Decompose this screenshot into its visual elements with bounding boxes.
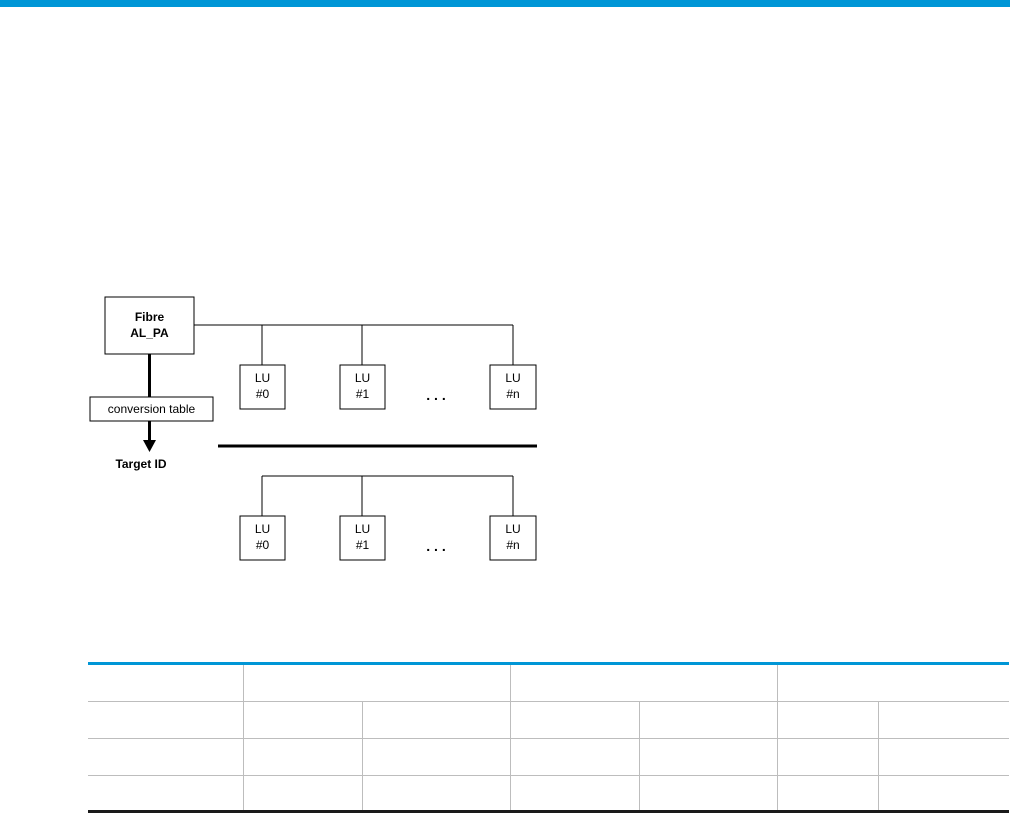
table-header-cell bbox=[242, 662, 510, 702]
target-id-label: Target ID bbox=[115, 457, 166, 471]
table-cell bbox=[242, 701, 362, 739]
lower-lu-n-box bbox=[489, 515, 537, 561]
conversion-table-box bbox=[89, 396, 214, 422]
upper-lu-n-number: #n bbox=[506, 387, 519, 401]
table-row bbox=[88, 775, 1009, 813]
table-cell bbox=[638, 701, 777, 739]
table-cell bbox=[242, 775, 362, 813]
conversion-table-label: conversion table bbox=[108, 402, 196, 416]
table-cell bbox=[361, 701, 510, 739]
table-cell bbox=[88, 701, 243, 739]
al-pa-label: AL_PA bbox=[130, 326, 169, 340]
upper-lu-0-box bbox=[239, 364, 286, 410]
mapping-table bbox=[88, 662, 1009, 813]
table-cell bbox=[509, 775, 639, 813]
fibre-lun-diagram: Fibre AL_PA LU #0 LU #1 . . . LU #n conv… bbox=[89, 296, 537, 561]
upper-lu-n-box bbox=[489, 364, 537, 410]
table-header-cell bbox=[509, 662, 777, 702]
top-accent-rule bbox=[0, 0, 1010, 7]
lower-lu-1-box bbox=[339, 515, 386, 561]
upper-lu-n-label: LU bbox=[505, 371, 520, 385]
lower-lu-1-number: #1 bbox=[356, 538, 370, 552]
upper-lu-0-label: LU bbox=[255, 371, 270, 385]
table-cell bbox=[877, 738, 1009, 776]
table-cell bbox=[88, 775, 243, 813]
lower-lu-0-number: #0 bbox=[256, 538, 270, 552]
table-row bbox=[88, 738, 1009, 776]
upper-lu-1-box bbox=[339, 364, 386, 410]
table-subheader-row bbox=[88, 701, 1009, 739]
lower-ellipsis: . . . bbox=[426, 538, 445, 554]
table-cell bbox=[361, 738, 510, 776]
table-cell bbox=[638, 775, 777, 813]
table-cell bbox=[776, 701, 878, 739]
fibre-label: Fibre bbox=[135, 310, 165, 324]
lower-lu-n-label: LU bbox=[505, 522, 520, 536]
mapping-table-container bbox=[88, 662, 1009, 813]
table-cell bbox=[638, 738, 777, 776]
table-cell bbox=[776, 738, 878, 776]
lower-lu-1-label: LU bbox=[355, 522, 370, 536]
table-cell bbox=[88, 738, 243, 776]
table-cell bbox=[776, 775, 878, 813]
lower-lu-n-number: #n bbox=[506, 538, 519, 552]
upper-ellipsis: . . . bbox=[426, 387, 445, 403]
table-header-row bbox=[88, 662, 1009, 702]
table-cell bbox=[877, 775, 1009, 813]
lower-lu-0-box bbox=[239, 515, 286, 561]
table-header-cell bbox=[776, 662, 1009, 702]
upper-lu-1-number: #1 bbox=[356, 387, 370, 401]
conversion-arrow-head bbox=[143, 440, 156, 452]
table-cell bbox=[877, 701, 1009, 739]
table-cell bbox=[242, 738, 362, 776]
table-cell bbox=[361, 775, 510, 813]
upper-lu-1-label: LU bbox=[355, 371, 370, 385]
table-header-cell bbox=[88, 662, 243, 702]
lower-lu-0-label: LU bbox=[255, 522, 270, 536]
table-cell bbox=[509, 701, 639, 739]
upper-lu-0-number: #0 bbox=[256, 387, 270, 401]
table-cell bbox=[509, 738, 639, 776]
